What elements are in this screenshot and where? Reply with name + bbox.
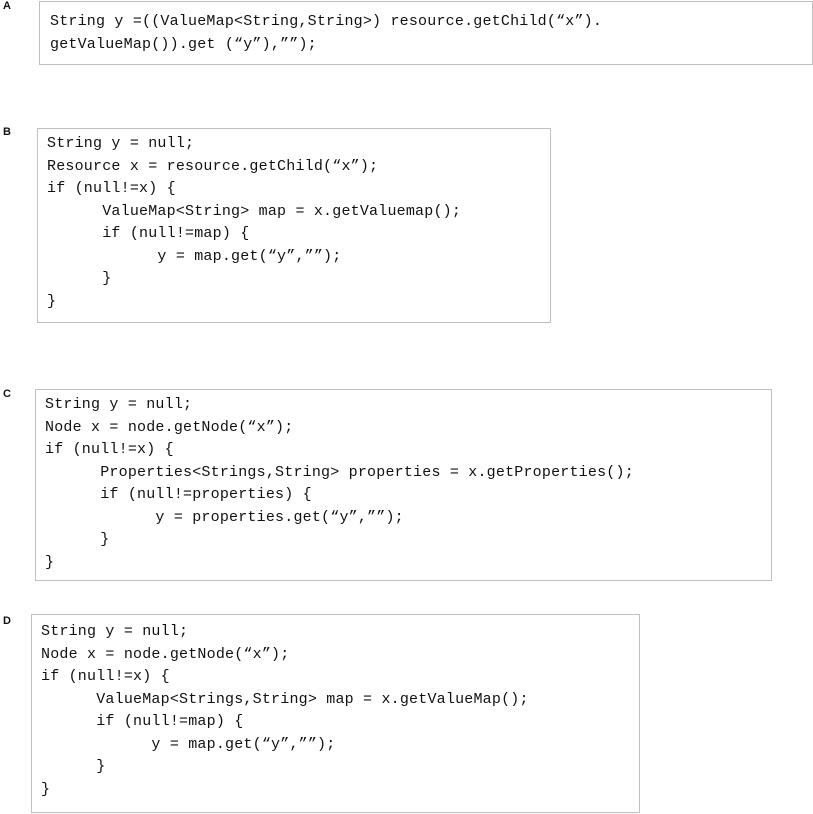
code-line: Node x = node.getNode(“x”); [45, 418, 294, 436]
option-c-code: String y = null; Node x = node.getNode(“x… [45, 394, 771, 574]
option-a-label: A [3, 0, 11, 12]
code-line: } [41, 758, 106, 775]
code-line: if (null!=map) { [47, 225, 250, 242]
option-d-code: String y = null; Node x = node.getNode(“x… [41, 621, 639, 801]
code-line: if (null!=properties) { [45, 486, 312, 503]
code-line: } [45, 553, 55, 571]
code-line: } [45, 531, 110, 548]
option-d-label: D [3, 615, 11, 627]
code-line: if (null!=x) { [45, 441, 174, 458]
code-line: Properties<Strings,String> properties = … [45, 463, 634, 481]
code-line: String y = null; [41, 623, 189, 640]
code-line: String y = null; [45, 396, 193, 413]
code-line: if (null!=x) { [41, 668, 170, 685]
code-line: String y = null; [47, 135, 195, 152]
code-line: ValueMap<Strings,String> map = x.getValu… [41, 690, 529, 708]
option-c-code-box: String y = null; Node x = node.getNode(“x… [35, 389, 772, 581]
code-line: y = map.get(“y”,””); [47, 247, 342, 265]
code-line: getValueMap()).get (“y”),””); [50, 35, 317, 53]
code-line: } [47, 292, 57, 310]
code-line: if (null!=x) { [47, 180, 176, 197]
code-line: } [47, 270, 112, 287]
code-line: Resource x = resource.getChild(“x”); [47, 157, 379, 175]
option-a-code: String y =((ValueMap<String,String>) res… [50, 11, 812, 56]
option-b-code-box: String y = null; Resource x = resource.ge… [37, 128, 551, 323]
code-line: ValueMap<String> map = x.getValuemap(); [47, 202, 462, 220]
code-line: Node x = node.getNode(“x”); [41, 645, 290, 663]
option-a-code-box: String y =((ValueMap<String,String>) res… [39, 1, 813, 65]
option-c-label: C [3, 388, 11, 400]
code-line: y = properties.get(“y”,””); [45, 508, 404, 526]
option-b-code: String y = null; Resource x = resource.ge… [47, 133, 550, 313]
code-line: y = map.get(“y”,””); [41, 735, 336, 753]
code-line: String y =((ValueMap<String,String>) res… [50, 13, 603, 30]
option-d-code-box: String y = null; Node x = node.getNode(“x… [31, 614, 640, 813]
code-line: } [41, 780, 51, 798]
option-b-label: B [3, 126, 11, 138]
code-line: if (null!=map) { [41, 713, 244, 730]
